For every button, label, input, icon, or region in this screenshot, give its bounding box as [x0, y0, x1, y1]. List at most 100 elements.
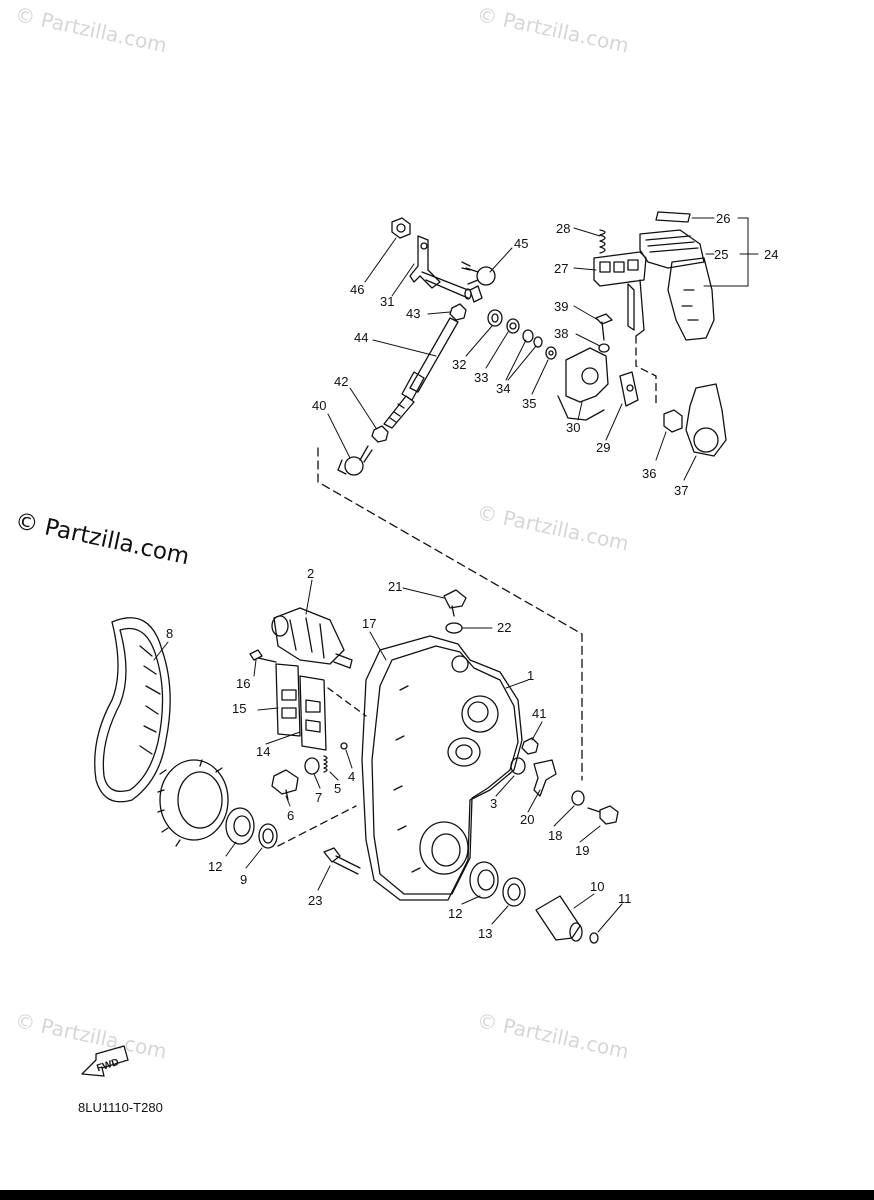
part-14-plate	[299, 675, 327, 751]
callout-6: 6	[287, 808, 294, 823]
callout-35: 35	[522, 396, 536, 411]
part-1-case	[371, 645, 519, 895]
part-9-seal	[258, 823, 278, 849]
part-18-washer	[571, 790, 585, 806]
part-11-oring	[589, 932, 599, 944]
part-35-washer	[545, 346, 557, 360]
callout-13: 13	[478, 926, 492, 941]
part-29-plate	[619, 371, 639, 407]
callout-3: 3	[490, 796, 497, 811]
part-41-nut	[521, 737, 539, 755]
part-12-bearing-right	[469, 861, 499, 899]
part-2-shift-drum	[271, 607, 353, 669]
part-43-nut	[449, 303, 467, 321]
part-38-washer	[598, 343, 610, 353]
part-13-seal	[502, 877, 526, 907]
callout-10: 10	[590, 879, 604, 894]
callout-42: 42	[334, 374, 348, 389]
part-4-ball	[340, 742, 348, 750]
callout-17: 17	[362, 616, 376, 631]
callout-21: 21	[388, 579, 402, 594]
callout-8: 8	[166, 626, 173, 641]
callout-18: 18	[548, 828, 562, 843]
callout-44: 44	[354, 330, 368, 345]
callout-41: 41	[532, 706, 546, 721]
part-20-lever	[533, 759, 557, 797]
part-34-oring	[522, 329, 534, 343]
part-8-chain	[94, 617, 171, 803]
part-28-spring	[599, 229, 606, 254]
callout-24: 24	[764, 247, 778, 262]
callout-9: 9	[240, 872, 247, 887]
callout-14: 14	[256, 744, 270, 759]
part-12-bearing-left	[225, 807, 255, 845]
callout-33: 33	[474, 370, 488, 385]
callout-2: 2	[307, 566, 314, 581]
callout-28: 28	[556, 221, 570, 236]
callout-5: 5	[334, 781, 341, 796]
bottom-bar	[0, 1190, 874, 1200]
callout-27: 27	[554, 261, 568, 276]
callout-11: 11	[618, 891, 632, 906]
diagram-code: 8LU1110-T280	[78, 1100, 163, 1115]
part-27-guide	[593, 251, 647, 337]
callout-40: 40	[312, 398, 326, 413]
callout-labels: 1 2 3 4 5 6 7 8 9 10 11 12 12 13 14 15 1…	[95, 211, 778, 1074]
part-3-washer	[510, 757, 526, 775]
callout-34: 34	[496, 381, 510, 396]
part-33-washer	[506, 318, 520, 334]
callout-38: 38	[554, 326, 568, 341]
callout-29: 29	[596, 440, 610, 455]
callout-20: 20	[520, 812, 534, 827]
part-23-bolt	[323, 847, 361, 875]
callout-39: 39	[554, 299, 568, 314]
callout-1: 1	[527, 668, 534, 683]
callout-37: 37	[674, 483, 688, 498]
callout-16: 16	[236, 676, 250, 691]
part-39-bolt	[595, 313, 613, 341]
callout-31: 31	[380, 294, 394, 309]
part-32-washer	[487, 309, 503, 327]
callout-46: 46	[350, 282, 364, 297]
part-10-collar	[535, 895, 583, 942]
part-44-rod	[383, 317, 459, 429]
callout-36: 36	[642, 466, 656, 481]
part-16-bolt	[249, 649, 277, 663]
part-45-ball-joint	[461, 261, 496, 303]
part-17-gasket	[361, 635, 523, 901]
part-19-bolt	[587, 805, 619, 825]
part-46-nut	[391, 217, 411, 239]
callout-32: 32	[452, 357, 466, 372]
part-7-washer	[304, 757, 320, 775]
part-26-pad	[655, 211, 691, 223]
part-30-bracket	[557, 347, 609, 421]
callout-26: 26	[716, 211, 730, 226]
fwd-label: FWD	[95, 1057, 120, 1075]
callout-22: 22	[497, 620, 511, 635]
part-sprocket	[157, 759, 229, 847]
part-25-grip	[639, 229, 705, 269]
callout-43: 43	[406, 306, 420, 321]
part-21-bolt	[443, 589, 467, 617]
callout-12-right: 12	[448, 906, 462, 921]
callout-30: 30	[566, 420, 580, 435]
part-15-plate	[275, 663, 301, 737]
part-5-spring	[323, 755, 328, 773]
callout-12-left: 12	[208, 859, 222, 874]
callout-7: 7	[315, 790, 322, 805]
callout-23: 23	[308, 893, 322, 908]
part-24-handle	[667, 257, 715, 341]
callout-19: 19	[575, 843, 589, 858]
callout-25: 25	[714, 247, 728, 262]
part-6-bolt	[271, 769, 299, 801]
part-36-nut	[663, 409, 683, 433]
callout-15: 15	[232, 701, 246, 716]
fwd-arrow-icon	[81, 1045, 129, 1077]
part-22-oring	[445, 622, 463, 634]
part-40-ball-joint	[337, 445, 373, 476]
callout-45: 45	[514, 236, 528, 251]
part-31-lever-bracket	[409, 235, 472, 300]
part-37-arm	[685, 383, 727, 457]
